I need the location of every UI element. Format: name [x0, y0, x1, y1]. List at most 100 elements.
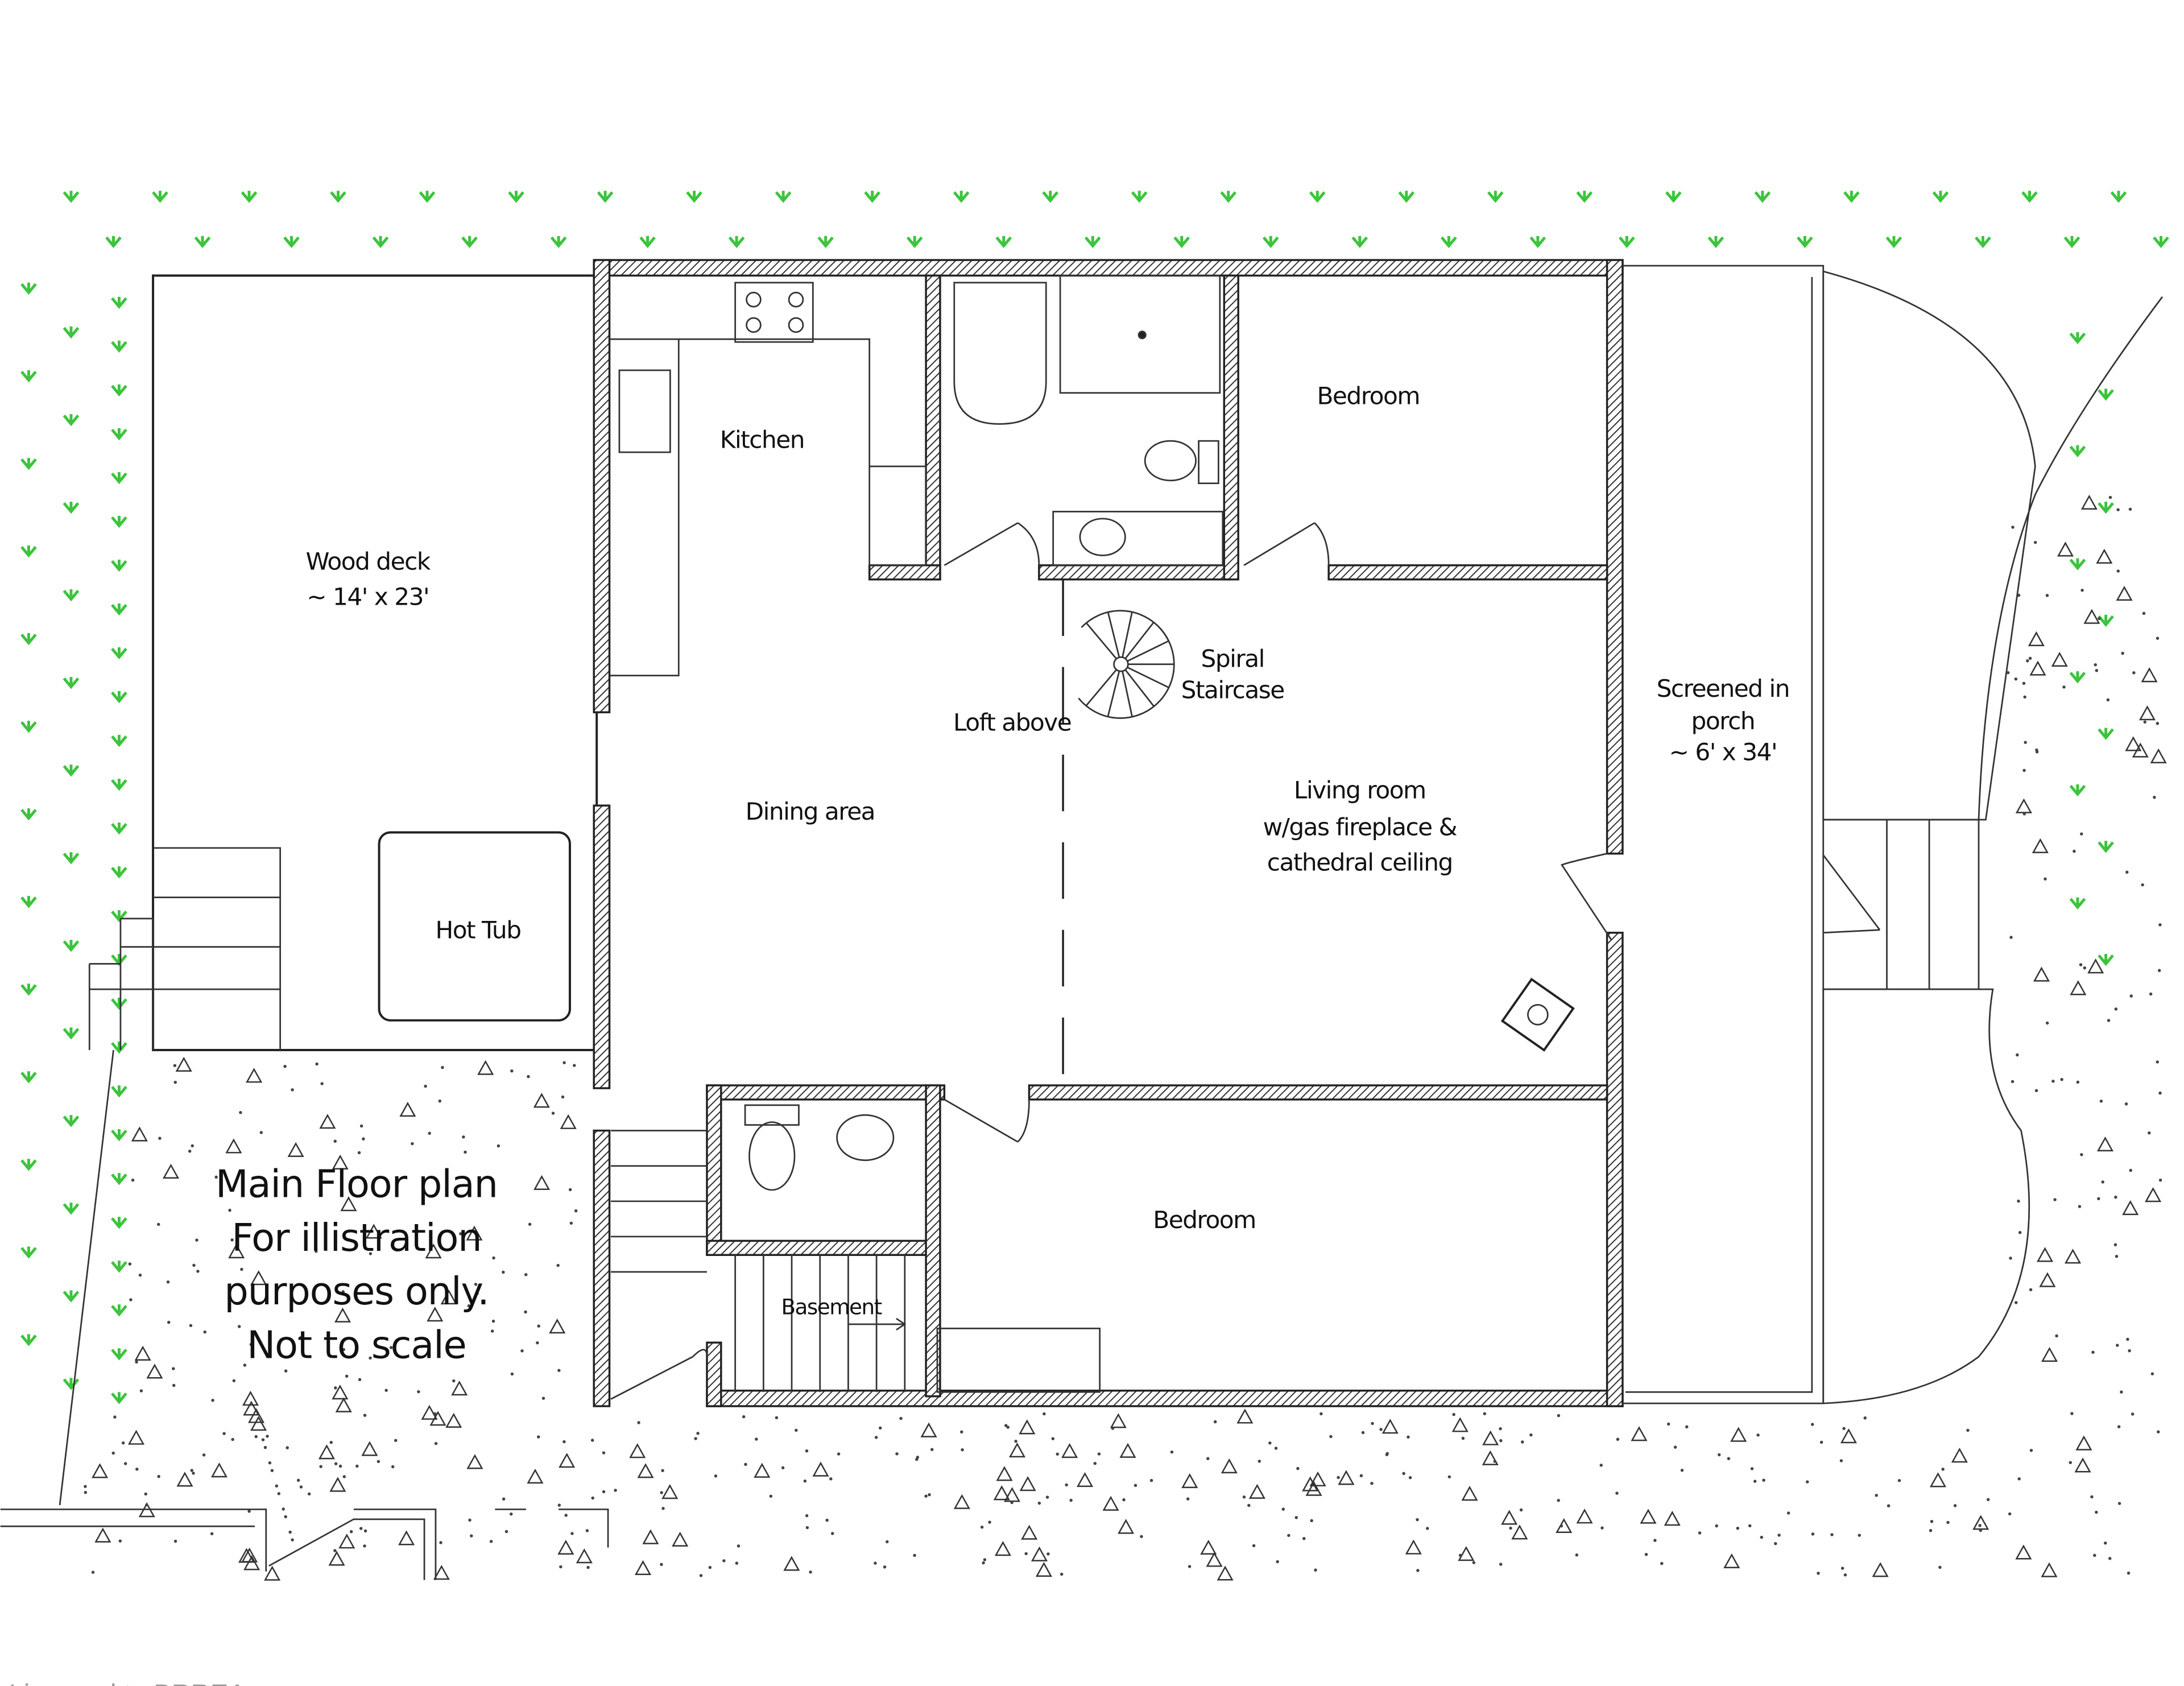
gravel-dot [699, 1574, 703, 1577]
gravel-icon [2015, 1544, 2032, 1560]
gravel-dot [1499, 1563, 1503, 1566]
gravel-dot [660, 1491, 663, 1494]
gravel-icon [246, 1068, 263, 1083]
gravel-dot [537, 1324, 540, 1328]
grass-icon [1529, 235, 1546, 249]
gravel-dot [2157, 1430, 2160, 1433]
gravel-dot [520, 1349, 524, 1353]
gravel-dot [1461, 1436, 1465, 1440]
gravel-dot [411, 1142, 414, 1146]
grass-icon [20, 1159, 37, 1171]
gravel-dot [237, 1325, 241, 1328]
gravel-dot [883, 1565, 887, 1569]
gravel-dot [438, 1099, 442, 1103]
gravel-dot [2108, 1557, 2112, 1560]
gravel-dot [452, 1379, 456, 1383]
gravel-dot [228, 1208, 231, 1212]
gravel-icon [1019, 1476, 1036, 1491]
gravel-dot [1519, 1508, 1523, 1512]
gravel-dot [2098, 617, 2101, 621]
gravel-dot [389, 1346, 393, 1349]
gravel-dot [1499, 1427, 1502, 1431]
grass-icon [111, 1392, 127, 1404]
gravel-dot [362, 1137, 365, 1140]
gravel-dot [2095, 668, 2099, 672]
grass-icon [20, 282, 37, 295]
gravel-dot [2060, 1077, 2063, 1081]
gravel-dot [1499, 1439, 1503, 1443]
gravel-dot [2078, 1205, 2082, 1208]
gravel-dot [282, 1507, 285, 1511]
grass-icon [111, 1129, 127, 1142]
gravel-dot [2080, 832, 2083, 836]
grass-icon [111, 691, 127, 704]
grass-icon [1754, 191, 1771, 203]
gravel-dot [504, 1530, 508, 1534]
gravel-dot [803, 1479, 807, 1483]
gravel-icon [1102, 1495, 1119, 1511]
gravel-dot [433, 1412, 437, 1416]
grass-icon [111, 822, 127, 835]
gravel-dot [1685, 1425, 1689, 1429]
gravel-dot [568, 1188, 572, 1192]
grass-icon [111, 998, 127, 1010]
gravel-dot [1385, 1453, 1389, 1456]
gravel-icon [1381, 1419, 1399, 1434]
gravel-icon [334, 1307, 351, 1323]
gravel-dot [243, 1363, 247, 1367]
gravel-dot [1653, 1539, 1657, 1542]
gravel-dot [805, 1514, 809, 1518]
gravel-icon [445, 1412, 462, 1428]
gravel-dot [266, 1435, 269, 1438]
gravel-dot [291, 1088, 294, 1092]
gravel-dot [1777, 1534, 1781, 1537]
gravel-dot [1715, 1524, 1718, 1528]
grass-icon [63, 1378, 80, 1390]
grass-icon [63, 191, 80, 203]
gravel-dot [1863, 1416, 1867, 1420]
gravel-icon [2138, 705, 2156, 721]
gravel-dot [1258, 1460, 1261, 1463]
gravel-dot [895, 1452, 899, 1456]
gravel-dot [434, 1441, 438, 1445]
gravel-dot [1560, 1524, 1563, 1528]
gravel-dot [1840, 1567, 1844, 1570]
gravel-dot [1811, 1423, 1814, 1426]
gravel-icon [2087, 958, 2104, 974]
label-spiral: Spiral [1201, 645, 1264, 673]
gravel-dot [2121, 651, 2124, 655]
gravel-dot [1314, 1568, 1317, 1572]
gravel-dot [1186, 1497, 1190, 1501]
gravel-dot [2131, 1412, 2135, 1416]
gravel-dot [113, 1415, 117, 1419]
gravel-dot [1069, 1498, 1073, 1502]
gravel-dot [722, 1559, 726, 1563]
gravel-dot [561, 1095, 565, 1099]
gravel-dot [2008, 1512, 2012, 1516]
gravel-icon [225, 1138, 242, 1154]
gravel-dot [320, 1082, 324, 1085]
gravel-dot [2120, 1390, 2123, 1394]
sink-icon [836, 1114, 895, 1162]
gravel-dot [359, 1124, 363, 1128]
gravel-icon [1302, 1476, 1319, 1491]
gravel-icon [340, 1196, 357, 1212]
gravel-dot [131, 1178, 135, 1182]
grass-icon [775, 191, 792, 203]
gravel-icon [318, 1444, 335, 1460]
gravel-dot [1575, 1553, 1579, 1557]
gravel-dot [755, 1437, 758, 1441]
gravel-dot [357, 1151, 361, 1155]
grass-icon [2021, 191, 2038, 203]
gravel-dot [805, 1449, 809, 1453]
gravel-dot [1093, 1462, 1097, 1465]
gravel-dot [541, 1396, 545, 1400]
gravel-icon [338, 1534, 355, 1549]
gravel-icon [466, 1454, 483, 1469]
gravel-dot [2115, 1254, 2119, 1258]
gravel-icon [1008, 1442, 1026, 1458]
gravel-dot [232, 1379, 236, 1383]
gravel-dot [2156, 1060, 2159, 1064]
gravel-dot [696, 1432, 700, 1435]
gravel-icon [533, 1093, 550, 1108]
